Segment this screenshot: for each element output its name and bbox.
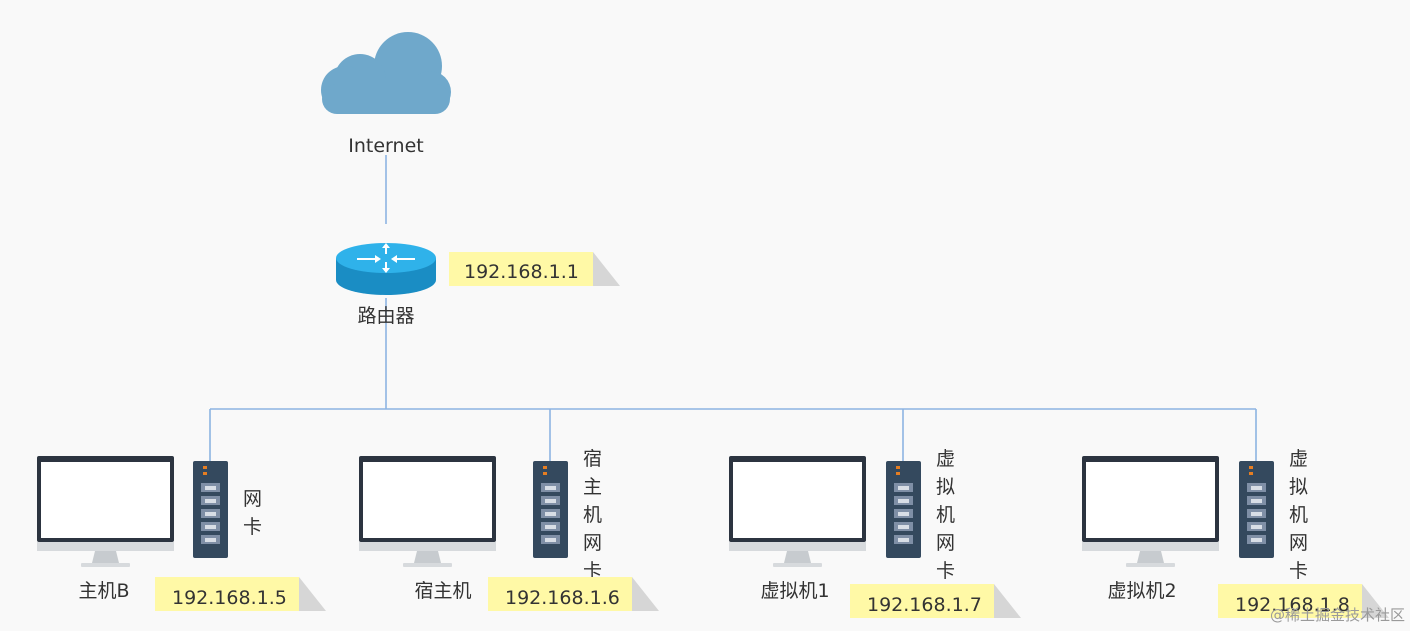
node-label: 主机B	[78, 580, 129, 602]
nic-label-char: 网	[936, 532, 955, 554]
node-ip: 192.168.1.8	[1235, 594, 1350, 616]
ip-note: 192.168.1.5	[155, 577, 326, 611]
router-label: 路由器	[357, 305, 414, 327]
internet-node: Internet	[321, 32, 451, 157]
node-ip: 192.168.1.6	[505, 587, 620, 609]
nic-label-char: 卡	[243, 516, 262, 538]
node-ip: 192.168.1.5	[172, 587, 287, 609]
ip-note: 192.168.1.7	[850, 584, 1021, 618]
nic-label-char: 主	[583, 476, 602, 498]
nic-label-char: 拟	[1289, 476, 1308, 498]
nic-label-char: 网	[583, 532, 602, 554]
monitor-icon	[729, 456, 866, 567]
node-label: 宿主机	[414, 580, 471, 602]
router-node: 路由器 192.168.1.1	[336, 243, 620, 327]
network-card-icon	[533, 461, 568, 558]
nic-label-char: 机	[1289, 504, 1308, 526]
internet-label: Internet	[348, 135, 423, 157]
nic-label-char: 拟	[936, 476, 955, 498]
nic-label-char: 网	[243, 488, 262, 510]
nic-label-char: 卡	[1289, 560, 1308, 582]
nic-label-char: 卡	[936, 560, 955, 582]
ip-note: 192.168.1.8	[1218, 584, 1389, 618]
node-label: 虚拟机2	[1107, 580, 1176, 602]
nic-label-char: 卡	[583, 560, 602, 582]
nic-label-char: 宿	[583, 448, 602, 470]
nic-label-char: 虚	[936, 448, 955, 470]
network-card-icon	[193, 461, 228, 558]
node-ip: 192.168.1.7	[867, 594, 982, 616]
nic-label-char: 网	[1289, 532, 1308, 554]
monitor-icon	[1082, 456, 1219, 567]
watermark: @稀土掘金技术社区	[1270, 606, 1405, 624]
connection-lines	[209, 155, 1257, 461]
router-icon	[336, 243, 436, 295]
monitor-icon	[37, 456, 174, 567]
router-ip: 192.168.1.1	[464, 261, 579, 283]
cloud-icon	[321, 32, 451, 114]
monitor-icon	[359, 456, 496, 567]
nic-label-char: 机	[936, 504, 955, 526]
nic-label-char: 机	[583, 504, 602, 526]
node-label: 虚拟机1	[760, 580, 829, 602]
network-card-icon	[1239, 461, 1274, 558]
router-ip-note: 192.168.1.1	[449, 252, 620, 286]
nic-label-char: 虚	[1289, 448, 1308, 470]
network-card-icon	[886, 461, 921, 558]
ip-note: 192.168.1.6	[488, 577, 659, 611]
